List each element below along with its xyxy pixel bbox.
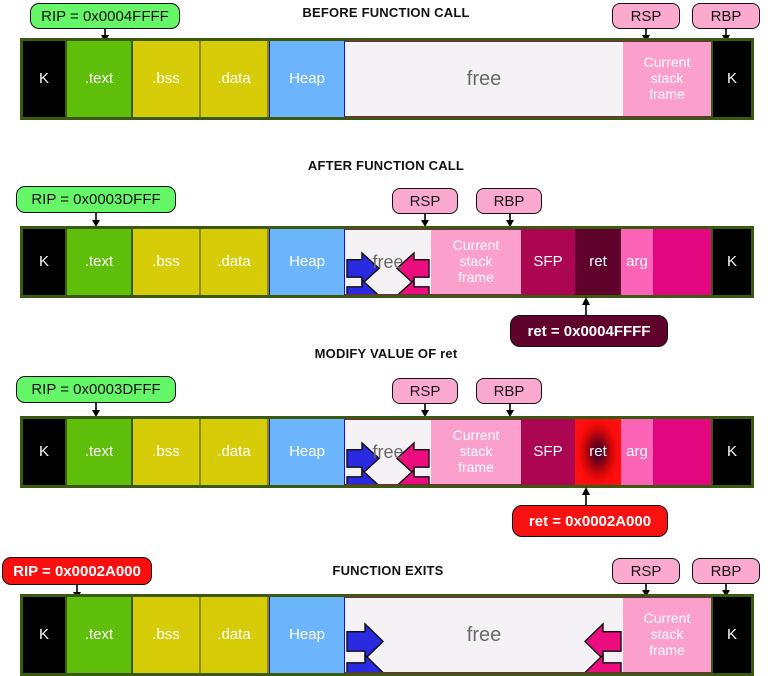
rip-register-after[interactable]: RIP = 0x0003DFFF bbox=[16, 186, 176, 213]
down-arrow-icon bbox=[421, 213, 429, 227]
down-arrow-icon bbox=[92, 403, 100, 417]
segment-kernel-high[interactable]: K bbox=[711, 419, 751, 485]
section-title-after: AFTER FUNCTION CALL bbox=[307, 158, 465, 173]
double-right-arrow-icon bbox=[346, 622, 384, 672]
segment-text[interactable]: .text bbox=[65, 419, 133, 485]
segment-kernel-high[interactable]: K bbox=[711, 597, 751, 673]
rip-register-exits[interactable]: RIP = 0x0002A000 bbox=[2, 557, 152, 585]
segment-text[interactable]: .text bbox=[65, 597, 133, 673]
rsp-pointer-after bbox=[418, 213, 432, 227]
segment-heap[interactable]: Heap bbox=[269, 229, 345, 295]
rip-register-before[interactable]: RIP = 0x0004FFFF bbox=[30, 3, 180, 29]
segment-current-stack-frame[interactable]: Current stack frame bbox=[431, 419, 521, 485]
free-label: free bbox=[372, 251, 404, 272]
segment-free[interactable]: free bbox=[345, 597, 623, 673]
segment-kernel-high[interactable]: K bbox=[711, 41, 751, 117]
segment-ret-highlighted[interactable]: ret bbox=[575, 419, 621, 485]
segment-bss[interactable]: .bss bbox=[133, 41, 201, 117]
rsp-register-exits[interactable]: RSP bbox=[612, 558, 680, 584]
stack-growth-arrows bbox=[577, 598, 623, 672]
rsp-register-before[interactable]: RSP bbox=[612, 3, 680, 29]
segment-kernel-low[interactable]: K bbox=[23, 229, 65, 295]
segment-sfp[interactable]: SFP bbox=[521, 229, 575, 295]
segment-free[interactable]: free bbox=[345, 229, 431, 295]
ret-value-callout-after[interactable]: ret = 0x0004FFFF bbox=[510, 315, 668, 347]
segment-data[interactable]: .data bbox=[201, 229, 269, 295]
rbp-pointer-after bbox=[503, 213, 517, 227]
rbp-register-after[interactable]: RBP bbox=[476, 188, 542, 214]
segment-bss[interactable]: .bss bbox=[133, 597, 201, 673]
segment-data[interactable]: .data bbox=[201, 41, 269, 117]
rbp-register-exits[interactable]: RBP bbox=[692, 558, 760, 584]
segment-kernel-low[interactable]: K bbox=[23, 597, 65, 673]
segment-stack-rest[interactable] bbox=[653, 229, 711, 295]
down-arrow-icon bbox=[421, 403, 429, 417]
segment-heap[interactable]: Heap bbox=[269, 419, 345, 485]
segment-data[interactable]: .data bbox=[201, 597, 269, 673]
memory-bar-after: K .text .bss .data Heap bbox=[20, 226, 754, 298]
down-arrow-icon bbox=[506, 213, 514, 227]
memory-bar-before: K .text .bss .data Heap free Current sta… bbox=[20, 38, 754, 120]
down-arrow-icon bbox=[506, 403, 514, 417]
segment-data[interactable]: .data bbox=[201, 419, 269, 485]
rip-register-modify[interactable]: RIP = 0x0003DFFF bbox=[16, 376, 176, 403]
rip-pointer-modify bbox=[89, 403, 103, 417]
segment-text[interactable]: .text bbox=[65, 41, 133, 117]
double-left-arrow-icon bbox=[584, 622, 622, 672]
rsp-register-modify[interactable]: RSP bbox=[392, 378, 458, 404]
heap-growth-arrows bbox=[345, 598, 391, 672]
rbp-pointer-modify bbox=[503, 403, 517, 417]
segment-bss[interactable]: .bss bbox=[133, 419, 201, 485]
segment-free[interactable]: free bbox=[345, 419, 431, 485]
segment-arg[interactable]: arg bbox=[621, 419, 653, 485]
free-label: free bbox=[372, 441, 404, 462]
rsp-register-after[interactable]: RSP bbox=[392, 188, 458, 214]
memory-bar-exits: K .text .bss .data Heap bbox=[20, 594, 754, 676]
segment-free[interactable]: free bbox=[345, 41, 623, 117]
section-title-modify: MODIFY VALUE OF ret bbox=[314, 346, 458, 361]
rbp-register-modify[interactable]: RBP bbox=[476, 378, 542, 404]
segment-heap[interactable]: Heap bbox=[269, 597, 345, 673]
segment-current-stack-frame[interactable]: Current stack frame bbox=[623, 597, 711, 673]
segment-kernel-low[interactable]: K bbox=[23, 41, 65, 117]
memory-bar-modify: K .text .bss .data Heap bbox=[20, 416, 754, 488]
segment-kernel-low[interactable]: K bbox=[23, 419, 65, 485]
segment-text[interactable]: .text bbox=[65, 229, 133, 295]
segment-current-stack-frame[interactable]: Current stack frame bbox=[623, 41, 711, 117]
down-arrow-icon bbox=[92, 213, 100, 227]
rbp-register-before[interactable]: RBP bbox=[692, 3, 760, 29]
segment-sfp[interactable]: SFP bbox=[521, 419, 575, 485]
segment-heap[interactable]: Heap bbox=[269, 41, 345, 117]
segment-current-stack-frame[interactable]: Current stack frame bbox=[431, 229, 521, 295]
section-title-exits: FUNCTION EXITS bbox=[332, 563, 444, 578]
segment-ret[interactable]: ret bbox=[575, 229, 621, 295]
section-title-before: BEFORE FUNCTION CALL bbox=[302, 5, 470, 20]
segment-bss[interactable]: .bss bbox=[133, 229, 201, 295]
segment-stack-rest[interactable] bbox=[653, 419, 711, 485]
segment-arg[interactable]: arg bbox=[621, 229, 653, 295]
ret-value-callout-modify[interactable]: ret = 0x0002A000 bbox=[512, 505, 668, 537]
rsp-pointer-modify bbox=[418, 403, 432, 417]
rip-pointer-after bbox=[89, 213, 103, 227]
segment-kernel-high[interactable]: K bbox=[711, 229, 751, 295]
free-label: free bbox=[466, 623, 502, 646]
